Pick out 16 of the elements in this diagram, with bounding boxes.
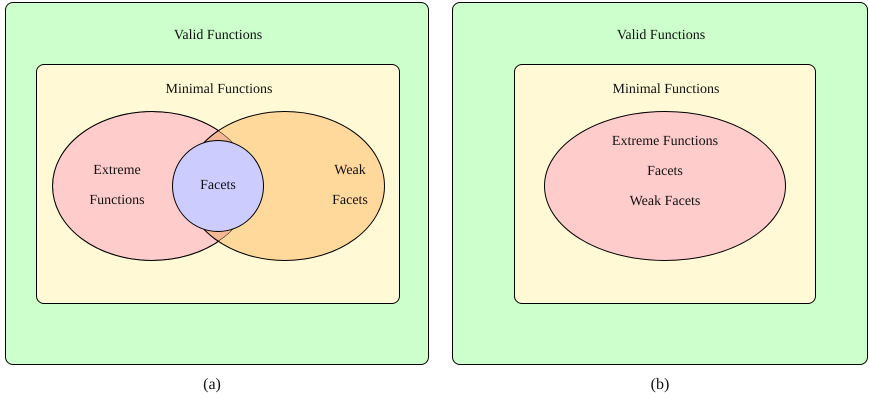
set-region [514,64,816,304]
set-region [452,2,868,365]
set-label: Weak Facets [331,162,369,210]
set-label: Extreme Functions [610,133,720,151]
set-label: Facets [646,163,684,181]
region-title: Valid Functions [172,27,264,45]
set-region [5,2,429,365]
set-label: Extreme Functions [88,162,146,210]
subfigure-caption: (a) [202,375,222,395]
set-label: Facets [199,177,237,195]
subfigure-caption: (b) [650,375,670,395]
region-title: Minimal Functions [612,81,720,99]
set-region [36,64,400,304]
region-title: Valid Functions [616,27,706,45]
set-label: Weak Facets [628,193,702,211]
region-title: Minimal Functions [164,81,274,99]
